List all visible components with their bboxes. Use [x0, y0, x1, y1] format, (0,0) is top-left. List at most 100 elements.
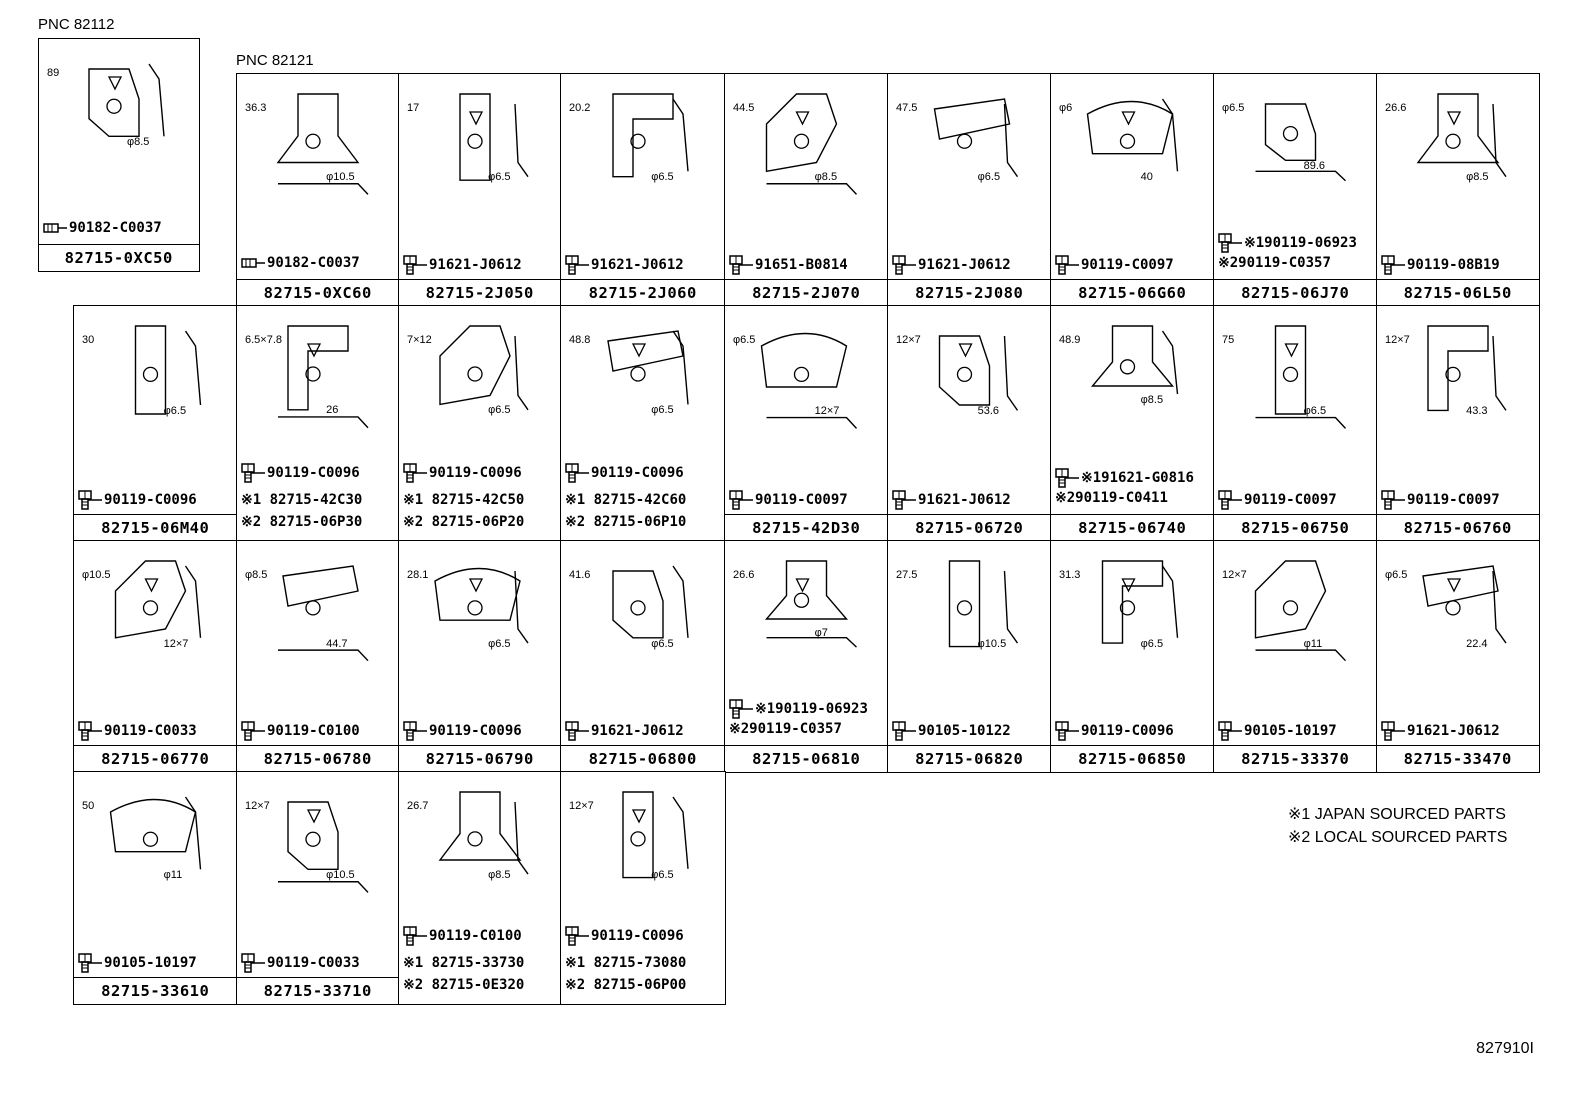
fastener-number: 90119-C0097: [1244, 492, 1337, 508]
fastener-number-alt: ※290119-C0411: [1055, 490, 1168, 506]
fastener-number-alt: ※290119-C0357: [729, 721, 842, 737]
bolt-icon: [565, 721, 589, 741]
dimension-label: 41.6: [569, 569, 591, 581]
dimension-label: 12×7: [569, 800, 594, 812]
dimension-label: 36.3: [245, 102, 267, 114]
fastener-label: 90182-C0037: [43, 220, 162, 236]
fastener-label: 90119-C0097: [1055, 255, 1174, 275]
dimension-label: 12×7: [814, 405, 840, 417]
fastener-number: 90119-C0096: [591, 465, 684, 481]
dimension-label: φ11: [163, 869, 183, 882]
fastener-label: 90119-C0096: [565, 926, 684, 946]
dimension-label: φ8.5: [245, 569, 268, 581]
bolt-icon: [1381, 255, 1405, 275]
part-number: 82715-06L50: [1377, 278, 1539, 306]
bracket-drawing: [764, 560, 857, 648]
pin-icon: [43, 223, 67, 233]
fastener-label: 91621-J0612: [1381, 721, 1500, 741]
fastener-label: 90105-10197: [78, 953, 197, 973]
dimension-label: φ6.5: [488, 637, 511, 650]
dimension-label: 26.6: [733, 569, 755, 581]
bracket-drawing: [1416, 93, 1507, 178]
fastener-label: 90119-C0096: [403, 463, 522, 483]
fastener-number: 90182-C0037: [69, 220, 162, 236]
part-number: 82715-06740: [1051, 513, 1214, 541]
bracket-drawing: [765, 93, 858, 195]
fastener-label: 90119-08B19: [1381, 255, 1500, 275]
alt-part-local: ※2 82715-06P20: [403, 514, 525, 530]
bolt-icon: [78, 721, 102, 741]
fastener-number: 90119-C0096: [429, 465, 522, 481]
alt-part-local: ※2 82715-06P30: [241, 514, 363, 530]
fastener-number: 90105-10197: [104, 955, 197, 971]
fastener-number: 91621-J0612: [1407, 723, 1500, 739]
fastener-label: ※190119-06923: [1218, 233, 1357, 253]
bracket-drawing: [1422, 565, 1507, 644]
bracket-drawing: [434, 567, 529, 644]
fastener-number: 91621-J0612: [918, 492, 1011, 508]
part-number: 82715-06820: [888, 744, 1051, 772]
dimension-label: φ6.5: [977, 171, 1001, 184]
bracket-drawing: [948, 560, 1019, 648]
bracket-drawing: [612, 565, 689, 639]
dimension-label: φ6.5: [733, 334, 756, 346]
bolt-icon: [78, 490, 102, 510]
fastener-label: 90119-C0097: [729, 490, 848, 510]
alt-part-japan: ※1 82715-33730: [403, 955, 525, 971]
fastener-number: 90105-10197: [1244, 723, 1337, 739]
bracket-drawing: [607, 330, 689, 405]
dimension-label: 26.7: [407, 800, 429, 812]
fastener-label-alt: ※290119-C0357: [1218, 255, 1331, 271]
part-number: 82715-06780: [237, 744, 399, 772]
dimension-label: φ6.5: [163, 405, 187, 417]
dimension-label: φ6.5: [1222, 102, 1245, 114]
dimension-label: 44.7: [326, 637, 348, 650]
bracket-drawing: [439, 325, 529, 411]
bracket-drawing: [1255, 325, 1347, 429]
bolt-icon: [1381, 490, 1405, 510]
bolt-icon: [565, 926, 589, 946]
bracket-drawing: [459, 93, 529, 181]
fastener-number: 90119-C0096: [104, 492, 197, 508]
fastener-number: 90119-C0096: [429, 723, 522, 739]
dimension-label: 12×7: [896, 334, 921, 346]
dimension-label: 89.6: [1303, 160, 1326, 173]
part-number: 82715-2J080: [888, 278, 1051, 306]
fastener-number: 90119-08B19: [1407, 257, 1500, 273]
bracket-drawing: [760, 332, 858, 429]
bolt-icon: [1055, 255, 1079, 275]
dimension-label: φ6: [1059, 102, 1073, 114]
dimension-label: φ8.5: [1466, 171, 1489, 184]
fastener-label: 90119-C0033: [241, 953, 360, 973]
bolt-icon: [78, 953, 102, 973]
fastener-number: 90119-C0033: [104, 723, 197, 739]
fastener-number: 90119-C0096: [591, 928, 684, 944]
part-number: 82715-2J060: [561, 278, 725, 306]
part-number: 82715-33710: [237, 976, 399, 1004]
dimension-label: φ6.5: [651, 171, 674, 184]
bolt-icon: [1218, 721, 1242, 741]
dimension-label: 40: [1140, 171, 1153, 184]
bolt-icon: [729, 699, 753, 719]
alternate-part-numbers: ※1 82715-42C50 ※2 82715-06P20: [403, 489, 524, 533]
bracket-drawing: [1091, 325, 1179, 395]
bolt-icon: [403, 926, 427, 946]
dimension-label: 26: [326, 404, 339, 417]
dimension-label: φ7: [814, 626, 828, 639]
dimension-label: φ6.5: [651, 404, 674, 417]
